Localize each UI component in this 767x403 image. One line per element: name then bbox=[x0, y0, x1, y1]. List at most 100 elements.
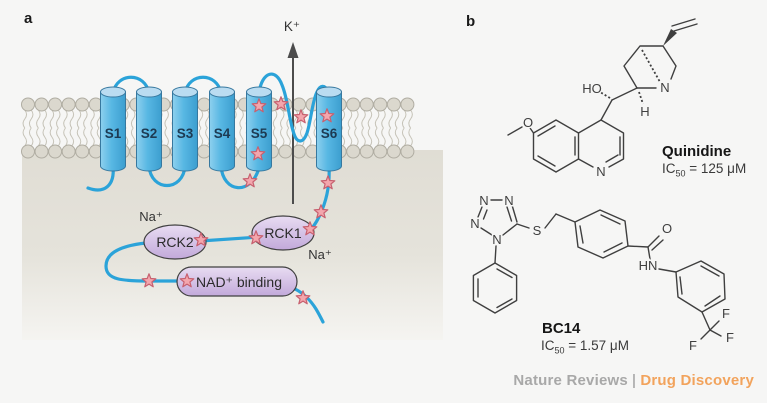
segment-body bbox=[316, 91, 342, 172]
lipid-head bbox=[400, 97, 415, 112]
lipid-tail bbox=[36, 109, 41, 129]
lipid-tail bbox=[374, 109, 380, 129]
lipid-tail bbox=[239, 109, 244, 129]
transmembrane-segment: S1 bbox=[100, 86, 126, 172]
lipid-tail bbox=[164, 109, 169, 129]
segment-label: S4 bbox=[214, 126, 231, 141]
lipid-head bbox=[21, 97, 35, 112]
lipid-tail bbox=[408, 109, 413, 129]
tetrazole-n3-label: N bbox=[479, 193, 488, 208]
tetrazole-n1-label: N bbox=[492, 232, 501, 247]
segment-body bbox=[136, 91, 162, 172]
carbonyl-o-label: O bbox=[662, 221, 672, 236]
modulation-site-star bbox=[273, 96, 289, 111]
bridge-bond bbox=[641, 49, 661, 83]
lipid-tail bbox=[408, 127, 413, 147]
quinidine-name: Quinidine bbox=[662, 143, 732, 160]
intracellular-background bbox=[22, 150, 443, 340]
lipid-tail bbox=[286, 127, 291, 147]
modulation-site-star bbox=[248, 230, 264, 245]
lipid-tail bbox=[401, 127, 407, 147]
lipid-tail bbox=[22, 127, 28, 147]
lipid-tail bbox=[280, 127, 285, 147]
lipid-head bbox=[61, 144, 76, 159]
segment-top-cap bbox=[136, 86, 162, 98]
lipid-tail bbox=[22, 109, 28, 129]
lipid-tail bbox=[361, 127, 366, 147]
modulation-site-star bbox=[302, 221, 318, 236]
lipid-head bbox=[359, 144, 374, 159]
modulation-site-star bbox=[179, 273, 195, 288]
journal-name: Nature Reviews bbox=[513, 372, 628, 389]
lipid-tail bbox=[76, 127, 82, 147]
transmembrane-segment: S3 bbox=[172, 86, 198, 172]
thioether-s-label: S bbox=[533, 223, 542, 238]
lipid-tail bbox=[388, 127, 393, 147]
lipid-head bbox=[197, 144, 212, 159]
publication-name: Drug Discovery bbox=[640, 372, 754, 389]
lipid-tail bbox=[205, 109, 210, 129]
segment-top-cap bbox=[100, 86, 126, 98]
lipid-tail bbox=[164, 127, 169, 147]
quinidine-ic50: IC50 = 125 μM bbox=[662, 161, 746, 179]
quinidine-structure: HO H N O N bbox=[507, 18, 698, 181]
lipid-tail bbox=[394, 109, 400, 129]
lipid-tail bbox=[347, 127, 353, 147]
loop-s4-s5 bbox=[219, 164, 261, 190]
lipid-head bbox=[373, 144, 388, 159]
na-ion-label-left: Na⁺ bbox=[139, 209, 162, 224]
lipid-tail bbox=[361, 109, 366, 129]
segment-label: S2 bbox=[141, 126, 158, 141]
lipid-tail bbox=[381, 109, 386, 129]
lipid-tail bbox=[239, 127, 244, 147]
lipid-tail bbox=[354, 127, 359, 147]
lipid-tail bbox=[49, 109, 55, 129]
modulation-site-star bbox=[141, 273, 157, 288]
journal-footer: Nature Reviews|Drug Discovery bbox=[513, 372, 754, 389]
lipid-head bbox=[278, 144, 293, 159]
lipid-tail bbox=[42, 127, 47, 147]
lipid-tail bbox=[90, 109, 95, 129]
modulation-sites bbox=[141, 96, 336, 305]
segment-body bbox=[172, 91, 198, 172]
lipid-head bbox=[61, 97, 76, 112]
cytoplasmic-domains: RCK2 RCK1 NAD⁺ binding bbox=[143, 215, 315, 297]
lipid-tail bbox=[272, 109, 278, 129]
nad-binding-label: NAD⁺ binding bbox=[196, 274, 282, 290]
lipid-head bbox=[34, 97, 49, 112]
quinidine-ic50-value: = 125 μM bbox=[685, 161, 747, 176]
lipid-head bbox=[400, 144, 415, 159]
modulation-site-star bbox=[293, 109, 309, 124]
vinyl-wedge-bond bbox=[663, 29, 677, 46]
lipid-tail bbox=[205, 127, 210, 147]
lipid-head bbox=[48, 97, 63, 112]
segment-label: S5 bbox=[251, 126, 268, 141]
lipid-tail bbox=[76, 109, 82, 129]
segment-top-cap bbox=[209, 86, 235, 98]
lipid-tail bbox=[63, 127, 68, 147]
rck2-domain bbox=[143, 224, 207, 260]
bc14-name: BC14 bbox=[542, 320, 581, 337]
lipid-tail bbox=[69, 127, 75, 147]
modulation-site-star bbox=[295, 290, 311, 305]
hydroxyl-label: HO bbox=[582, 81, 602, 96]
lipid-head bbox=[75, 144, 90, 159]
panel-a-label: a bbox=[24, 10, 33, 27]
rck1-label: RCK1 bbox=[264, 225, 302, 241]
modulation-site-star bbox=[319, 108, 335, 123]
lipid-head bbox=[386, 144, 401, 159]
segment-top-cap bbox=[316, 86, 342, 98]
lipid-head bbox=[373, 97, 388, 112]
lipid-tail bbox=[28, 109, 34, 129]
lipid-tail bbox=[401, 109, 407, 129]
h-hash-bond bbox=[638, 91, 644, 105]
segment-label: S3 bbox=[177, 126, 194, 141]
nad-binding-domain bbox=[176, 266, 298, 297]
lipid-tail bbox=[49, 127, 55, 147]
lipid-tail bbox=[388, 109, 393, 129]
lipid-tail bbox=[299, 127, 305, 147]
lipid-tail bbox=[367, 127, 373, 147]
lipid-tail bbox=[367, 109, 373, 129]
